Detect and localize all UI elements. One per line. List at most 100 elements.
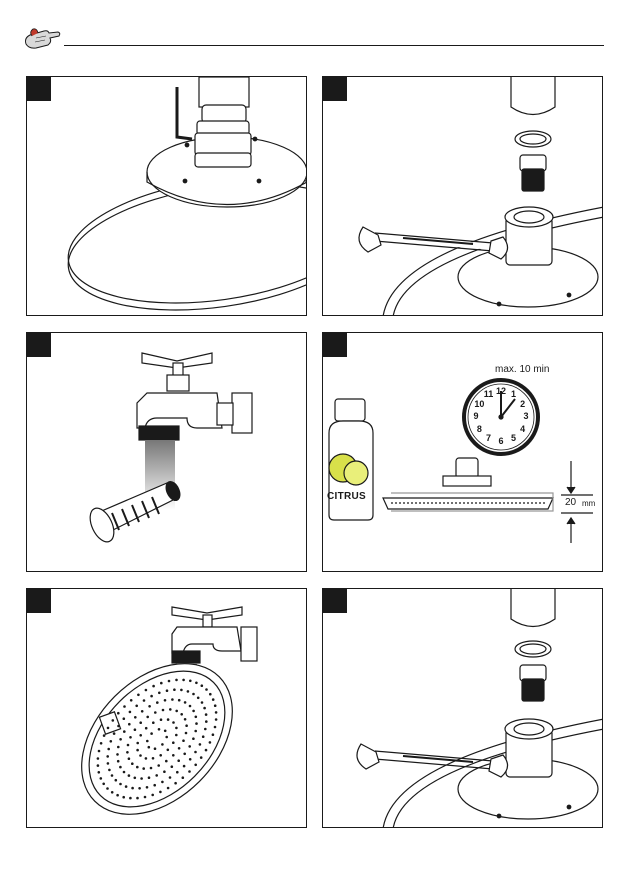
nozzle-dot [169,708,172,711]
hex-key-shower-arm-icon [27,77,307,316]
nozzle-dot [199,743,202,746]
nozzle-dot [195,722,198,725]
clock-number: 6 [494,436,508,446]
nozzle-dot [97,764,100,767]
nozzle-dot [156,701,159,704]
nozzle-dot [152,685,155,688]
soak-time-label: max. 10 min [495,364,549,375]
nozzle-dot [128,774,131,777]
step-3-panel [26,332,307,572]
nozzle-dot [158,728,161,731]
nozzle-dot [202,735,205,738]
nozzle-dot [100,742,103,745]
clock-number: 8 [472,424,486,434]
nozzle-dot [145,727,148,730]
nozzle-dot [203,707,206,710]
nozzle-dot [117,746,120,749]
nozzle-dot [173,688,176,691]
nozzle-dot [145,689,148,692]
nozzle-dot [204,728,207,731]
nozzle-dot [192,693,195,696]
nozzle-dot [144,796,147,799]
nozzle-dot [134,716,137,719]
nozzle-dot [182,776,185,779]
nozzle-dot [178,747,181,750]
faucet-rinse-filter-icon [27,333,307,572]
nozzle-dot [143,699,146,702]
nozzle-dot [158,692,161,695]
nozzle-dot [148,776,151,779]
nozzle-dot [161,743,164,746]
nozzle-dot [153,784,156,787]
nozzle-dot [142,767,145,770]
nozzle-dot [108,769,111,772]
nozzle-dot [137,694,140,697]
nozzle-dot [140,777,143,780]
nozzle-dot [145,757,148,760]
nozzle-dot [184,718,187,721]
nozzle-dot [192,710,195,713]
nozzle-dot [194,730,197,733]
nozzle-dot [119,738,122,741]
nozzle-dot [113,732,116,735]
depth-unit-label: mm [582,499,595,508]
step-5-panel [26,588,307,828]
nozzle-dot [171,698,174,701]
nozzle-dot [122,796,125,799]
nozzle-dot [168,680,171,683]
nozzle-dot [187,690,190,693]
nozzle-dot [115,779,118,782]
nozzle-dot [106,787,109,790]
clock-number: 9 [469,411,483,421]
nozzle-dot [103,734,106,737]
clock-number: 7 [482,433,496,443]
nozzle-dot [123,705,126,708]
nozzle-dot [180,689,183,692]
nozzle-dot [97,757,100,760]
nozzle-dot [116,753,119,756]
nozzle-dot [189,680,192,683]
nozzle-dot [110,740,113,743]
nozzle-dot [171,765,174,768]
nozzle-dot [164,699,167,702]
nozzle-dot [123,717,126,720]
nozzle-dot [139,754,142,757]
nozzle-dot [160,682,163,685]
clock-number: 3 [519,411,533,421]
nozzle-dot [161,781,164,784]
nozzle-dot [98,771,101,774]
step-2-panel [322,76,603,316]
clock-number: 5 [507,433,521,443]
nozzle-dot [195,682,198,685]
depth-value-label: 20 [565,497,576,508]
nozzle-dot [112,719,115,722]
nozzle-dot [125,785,128,788]
nozzle-dot [188,770,191,773]
nozzle-dot [154,711,157,714]
nozzle-dot [162,709,165,712]
nozzle-dot [175,710,178,713]
nozzle-dot [139,734,142,737]
nozzle-dot [159,791,162,794]
nozzle-dot [102,783,105,786]
nozzle-dot [134,728,137,731]
nozzle-dot [212,733,215,736]
nozzle-dot [123,730,126,733]
nozzle-dot [183,753,186,756]
nozzle-dot [131,762,134,765]
nozzle-dot [178,699,181,702]
nozzle-dot [205,713,208,716]
nozzle-dot [189,758,192,761]
nozzle-dot [176,771,179,774]
nozzle-dot [175,734,178,737]
nozzle-dot [165,736,168,739]
nozzle-dot [172,721,175,724]
wrench-tighten-icon [323,589,603,828]
nozzle-dot [130,699,133,702]
nozzle-dot [200,756,203,759]
nozzle-dot [163,770,166,773]
nozzle-dot [129,797,132,800]
nozzle-dot [164,730,167,733]
nozzle-dot [138,787,141,790]
nozzle-dot [172,741,175,744]
